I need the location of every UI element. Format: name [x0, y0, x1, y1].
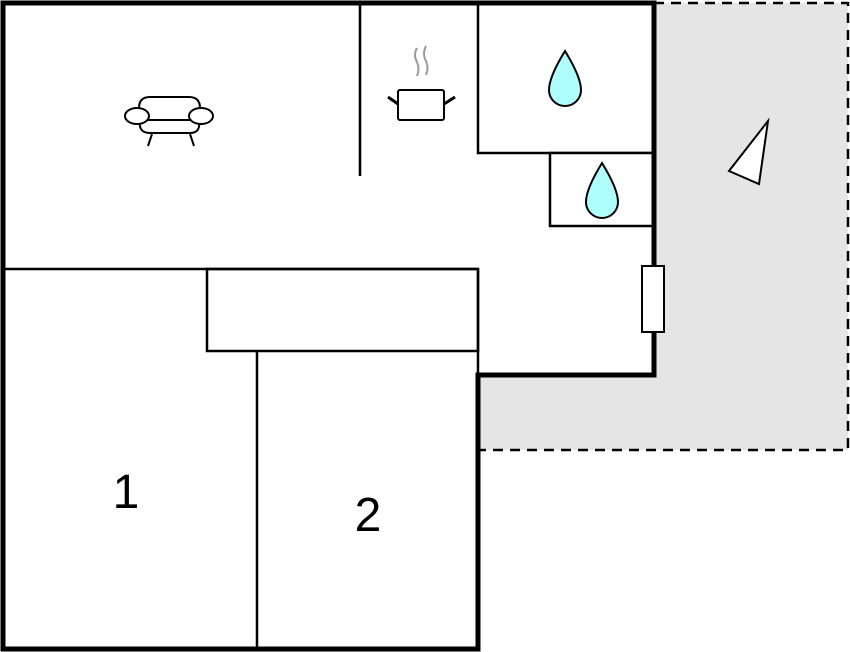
water-drop-icon [584, 161, 620, 219]
door-icon [641, 265, 665, 333]
terrace [478, 1, 850, 452]
water-drop-icon [547, 49, 583, 107]
cooking-pot-icon [387, 45, 456, 121]
north-arrow-icon [727, 117, 770, 186]
bedroom-2-label: 2 [355, 489, 382, 542]
sofa-icon [124, 96, 214, 147]
exterior-walls [0, 0, 657, 652]
bedroom-1-label: 1 [113, 466, 140, 519]
